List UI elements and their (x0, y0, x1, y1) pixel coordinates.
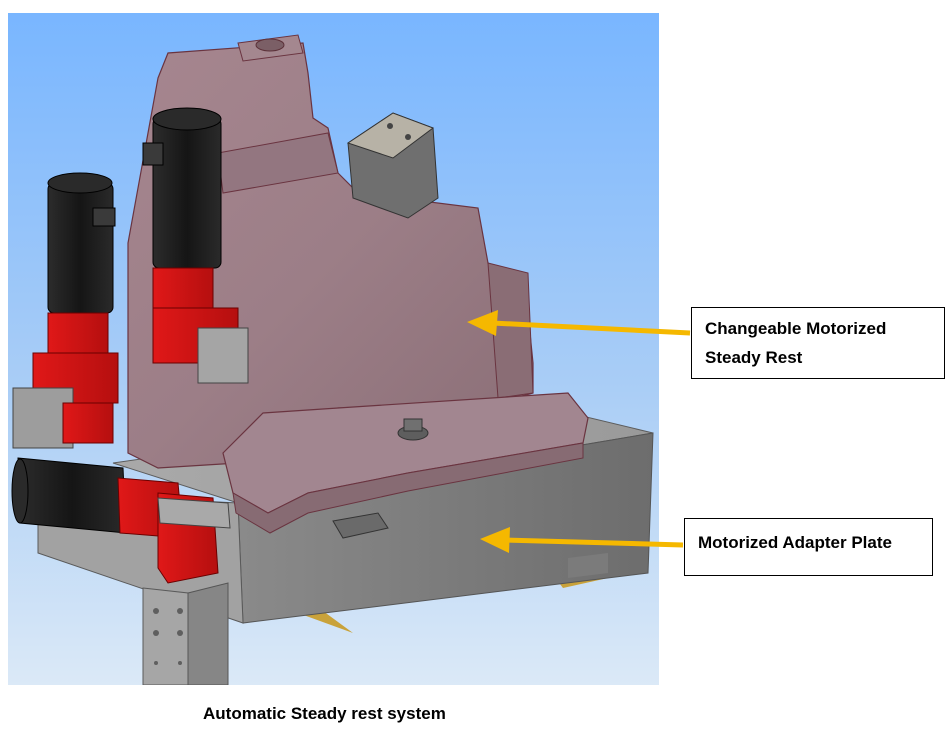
plate-clamp-bar (332, 512, 389, 539)
plate-leg-right (568, 553, 608, 578)
cad-render-svg (8, 13, 659, 685)
leg-bolt-holes (153, 608, 183, 665)
motor-front (11, 457, 127, 534)
arrow-adapter-plate (480, 527, 684, 553)
center-bolt-head (403, 418, 423, 432)
gearbox-rear-left (12, 312, 119, 449)
gearbox-rear-right (152, 267, 249, 384)
callout-steady-rest-line2: Steady Rest (705, 348, 803, 367)
callout-adapter-plate-text: Motorized Adapter Plate (698, 533, 892, 552)
arrow-steady-rest (467, 310, 691, 336)
figure-caption: Automatic Steady rest system (203, 704, 446, 723)
plate-leg-left-side (187, 582, 229, 685)
housing-top-bore (255, 38, 285, 52)
housing-base-front (232, 442, 584, 534)
cad-render (8, 13, 659, 685)
callout-steady-rest: Changeable Motorized Steady Rest (691, 307, 945, 379)
motor-rear-right (142, 107, 222, 269)
callout-adapter-plate: Motorized Adapter Plate (684, 518, 933, 576)
callout-steady-rest-line1: Changeable Motorized (705, 319, 887, 338)
gearbox-front (117, 477, 231, 584)
clamp-screw-2 (405, 134, 411, 140)
motor-rear-left (47, 172, 116, 314)
housing-right-rib (487, 262, 534, 399)
clamp-screw-1 (387, 123, 393, 129)
clamp-block-top (346, 112, 435, 159)
